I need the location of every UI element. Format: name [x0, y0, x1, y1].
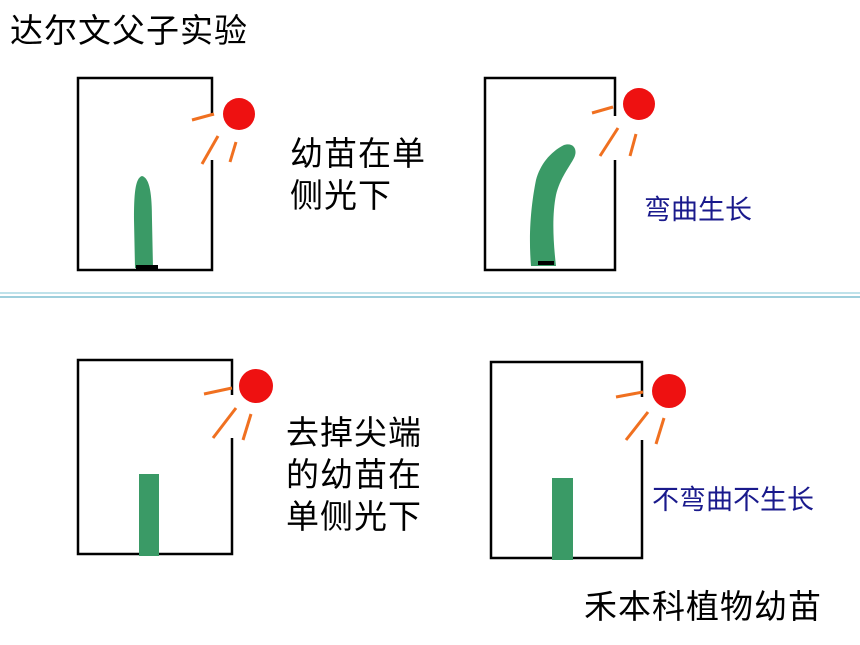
page-title: 达尔文父子实验: [10, 11, 248, 50]
light-ray: [615, 390, 644, 399]
light-ray: [628, 133, 638, 157]
sun-icon: [652, 374, 686, 408]
light-ray: [191, 112, 215, 122]
section-divider: [0, 292, 860, 298]
light-ray: [598, 127, 620, 157]
result-label-no-growth: 不弯曲不生长: [652, 485, 814, 516]
caption-line: 侧光下: [290, 176, 392, 215]
light-ray: [200, 135, 220, 165]
intact-seedling: [134, 176, 153, 268]
box-intact-seedling-control: [76, 76, 214, 272]
decapitated-seedling: [552, 478, 573, 560]
caption-line: 的幼苗在: [286, 455, 422, 494]
caption-intact-seedling: 幼苗在单 侧光下: [290, 133, 426, 217]
light-source-4: [615, 374, 686, 445]
caption-line: 单侧光下: [286, 497, 422, 536]
caption-line: 去掉尖端: [286, 413, 422, 452]
light-source-1: [191, 98, 255, 165]
seedling-base-mark: [538, 261, 554, 265]
light-ray: [654, 417, 666, 445]
light-source-3: [203, 369, 273, 441]
light-ray: [228, 141, 238, 163]
result-label-bending: 弯曲生长: [644, 195, 752, 226]
box-bent-seedling: [483, 76, 617, 272]
light-source-2: [591, 88, 655, 157]
bent-seedling: [529, 144, 576, 266]
sun-icon: [623, 88, 655, 120]
seedling-base-mark: [136, 265, 158, 269]
caption-line: 幼苗在单: [290, 134, 426, 173]
box-decapitated-seedling-control: [76, 358, 234, 556]
light-ray: [211, 407, 238, 439]
footer-label: 禾本科植物幼苗: [584, 587, 822, 626]
light-ray: [591, 105, 614, 115]
decapitated-seedling: [139, 474, 159, 556]
sun-icon: [223, 98, 255, 130]
caption-decapitated-seedling: 去掉尖端 的幼苗在 单侧光下: [286, 412, 422, 538]
light-ray: [241, 413, 253, 441]
light-ray: [203, 386, 233, 396]
box-decapitated-seedling: [489, 360, 644, 560]
light-ray: [624, 411, 650, 441]
sun-icon: [239, 369, 273, 403]
